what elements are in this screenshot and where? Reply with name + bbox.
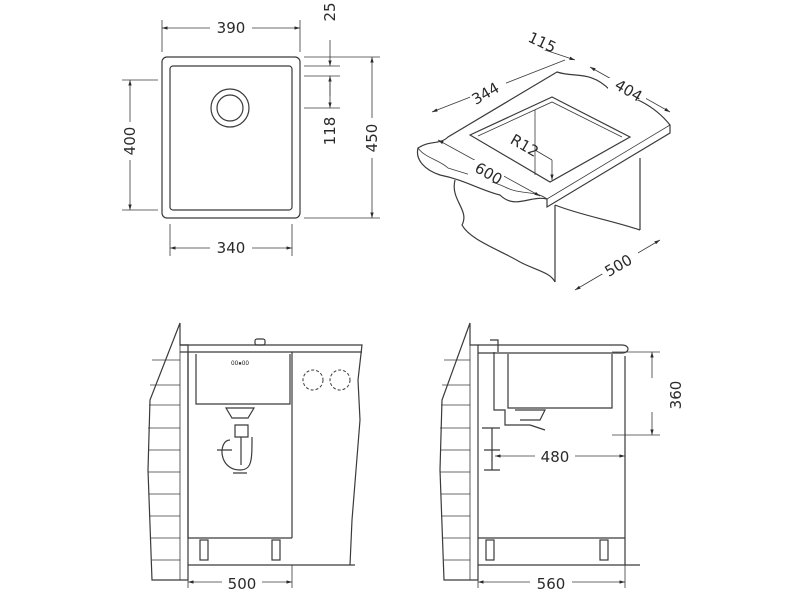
dim-480: 480 xyxy=(541,448,570,466)
dim-25: 25 xyxy=(321,2,339,21)
cabinet-outline xyxy=(453,158,641,283)
isometric-view: 115 344 404 R12 600 500 xyxy=(416,28,671,291)
dim-390: 390 xyxy=(217,19,246,37)
dim-500-front: 500 xyxy=(228,575,257,593)
drain-outer xyxy=(210,88,250,128)
sink-bowl-outline xyxy=(169,65,293,211)
sink-outer-outline xyxy=(161,56,301,219)
cabinet-leg xyxy=(199,539,209,561)
pipe-hole xyxy=(302,369,324,391)
sink-bowl-side xyxy=(507,354,613,409)
dim-450: 450 xyxy=(363,124,381,153)
countertop-side xyxy=(478,344,629,354)
dim-360: 360 xyxy=(667,381,685,410)
top-view: 390 400 340 450 25 118 xyxy=(121,2,381,257)
dim-118: 118 xyxy=(321,117,339,146)
drain-trap xyxy=(217,407,256,474)
sink-bowl-front xyxy=(195,354,291,405)
side-trap xyxy=(482,339,546,471)
cabinet-leg xyxy=(271,539,281,561)
brick-wall-side xyxy=(439,322,479,581)
side-view: 360 480 560 xyxy=(439,322,685,593)
front-view: OO▪OO 500 xyxy=(147,322,363,593)
svg-text:OO▪OO: OO▪OO xyxy=(231,360,249,367)
dim-340: 340 xyxy=(217,239,246,257)
dim-560: 560 xyxy=(537,575,566,593)
dim-400: 400 xyxy=(121,127,139,156)
pipe-hole xyxy=(329,369,351,391)
drain-inner xyxy=(216,94,244,122)
countertop-front xyxy=(180,344,363,566)
brick-wall xyxy=(147,322,189,581)
tap-hole xyxy=(254,338,266,346)
